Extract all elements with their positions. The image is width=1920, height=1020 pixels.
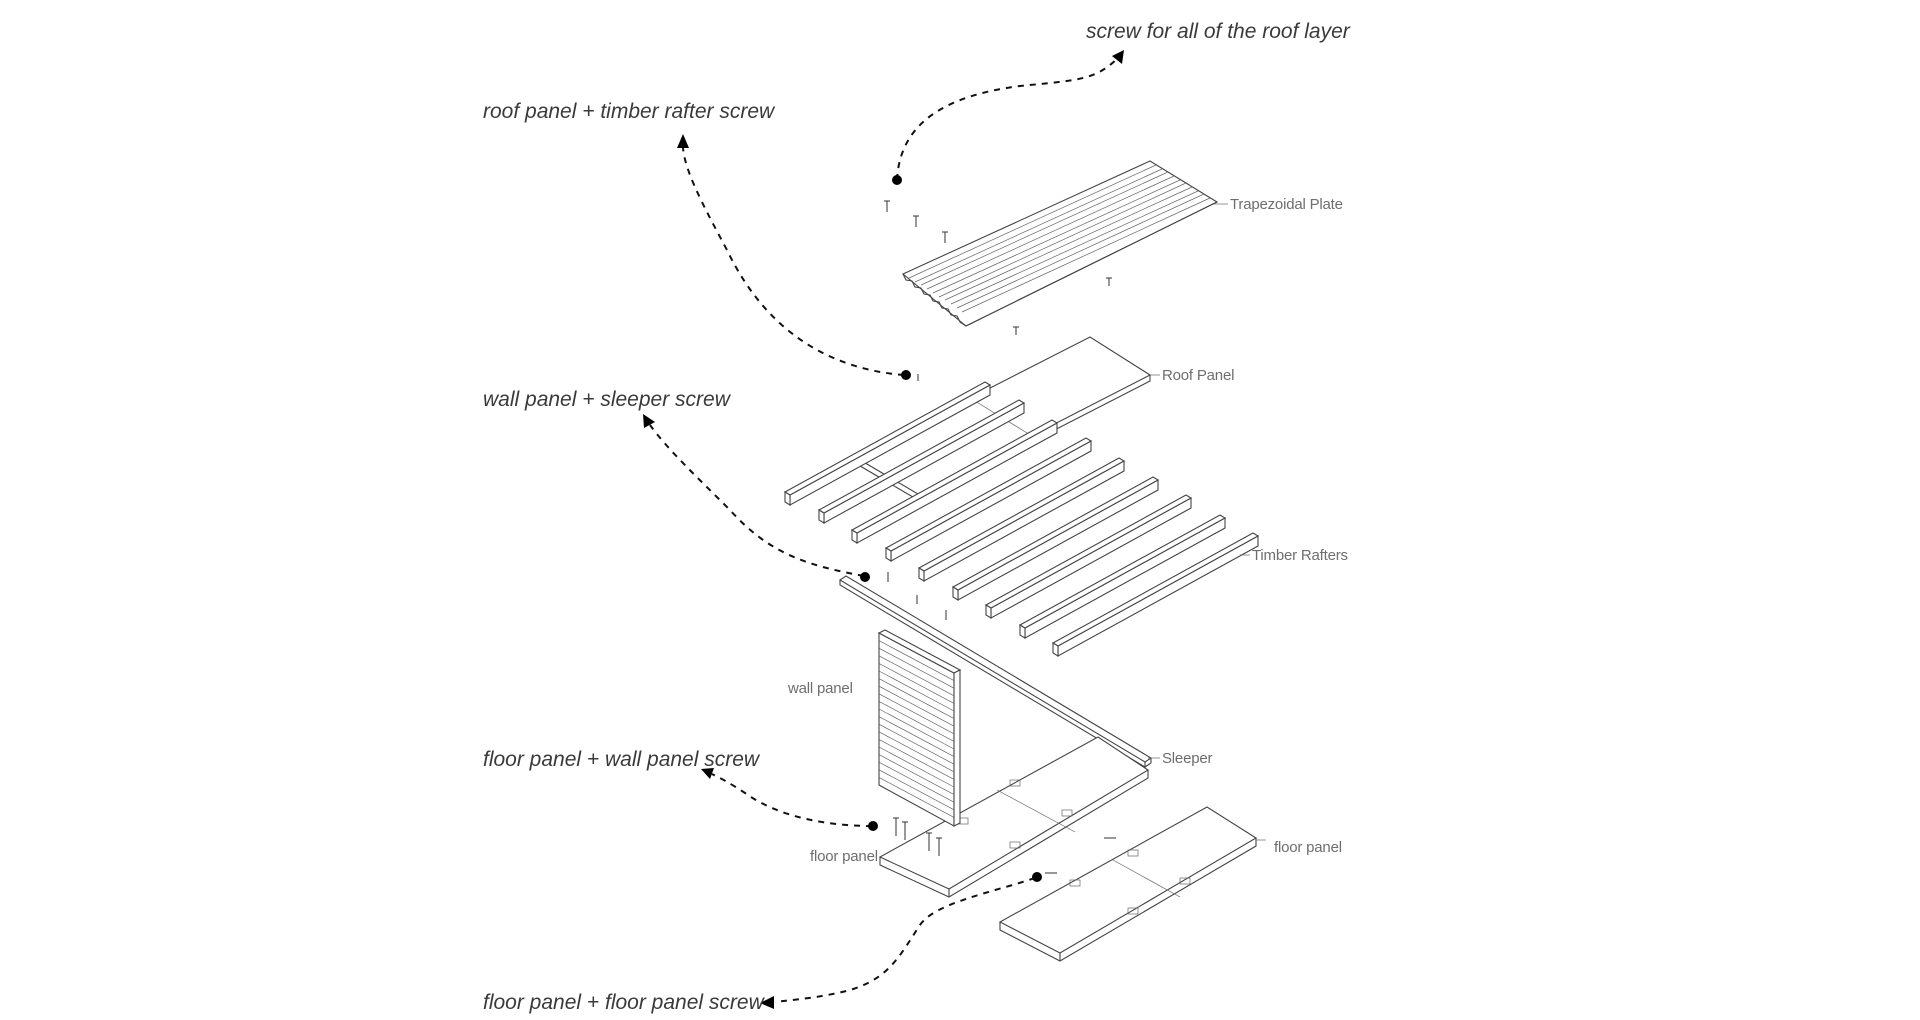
label-trapezoidal-plate: Trapezoidal Plate <box>1230 196 1343 213</box>
leader-dots <box>860 175 1042 882</box>
callout-floor-floor-screw: floor panel + floor panel screw <box>483 991 764 1014</box>
wall-panel <box>877 629 962 827</box>
callout-roof-panel-rafter-screw: roof panel + timber rafter screw <box>483 100 775 123</box>
rafter-end <box>784 491 791 506</box>
label-floor-panel-right: floor panel <box>1274 839 1342 856</box>
rafter-end <box>885 547 892 562</box>
label-timber-rafters: Timber Rafters <box>1252 547 1348 564</box>
callout-floor-wall-screw: floor panel + wall panel screw <box>483 748 760 771</box>
label-floor-panel-left: floor panel <box>810 848 878 865</box>
wall-slat <box>878 663 955 704</box>
label-wall-panel: wall panel <box>788 680 853 697</box>
label-roof-panel: Roof Panel <box>1162 367 1235 384</box>
wall-slat <box>878 769 955 811</box>
rafter-end <box>851 529 858 544</box>
trapezoidal-plate <box>901 160 1219 327</box>
floor-panel-left <box>878 736 1150 898</box>
callout-wall-sleeper-screw: wall panel + sleeper screw <box>483 388 730 411</box>
roof-screws <box>884 200 1112 620</box>
wall-slat <box>878 647 955 689</box>
wall-slat <box>878 739 955 780</box>
wall-slat <box>878 731 955 773</box>
wall-slat <box>878 723 955 765</box>
wall-slat <box>878 693 955 735</box>
label-ticks <box>1148 203 1266 841</box>
rafter-end <box>1052 642 1059 657</box>
rafter-end <box>818 509 825 524</box>
rafter-end <box>918 567 925 582</box>
wall-slat <box>878 640 955 681</box>
wall-slat <box>878 708 955 750</box>
floor-wall-screws <box>893 817 1116 874</box>
rafter-end <box>985 604 992 619</box>
wall-slat <box>878 678 955 719</box>
leader-lines <box>643 50 1124 1009</box>
rafter-end <box>952 586 959 601</box>
wall-slat <box>878 716 955 757</box>
wall-slat <box>878 754 955 795</box>
callout-roof-layer-screw: screw for all of the roof layer <box>1086 20 1350 43</box>
wall-slat <box>878 655 955 697</box>
floor-panel-right <box>998 806 1258 962</box>
wall-slat <box>878 670 955 712</box>
timber-rafters <box>783 381 1260 657</box>
wall-slat <box>878 685 955 727</box>
label-sleeper: Sleeper <box>1162 750 1213 767</box>
rafter-end <box>1019 624 1026 639</box>
wall-slat <box>878 761 955 803</box>
wall-slat <box>878 701 955 742</box>
wall-slat <box>878 777 955 818</box>
wall-slat <box>878 746 955 788</box>
